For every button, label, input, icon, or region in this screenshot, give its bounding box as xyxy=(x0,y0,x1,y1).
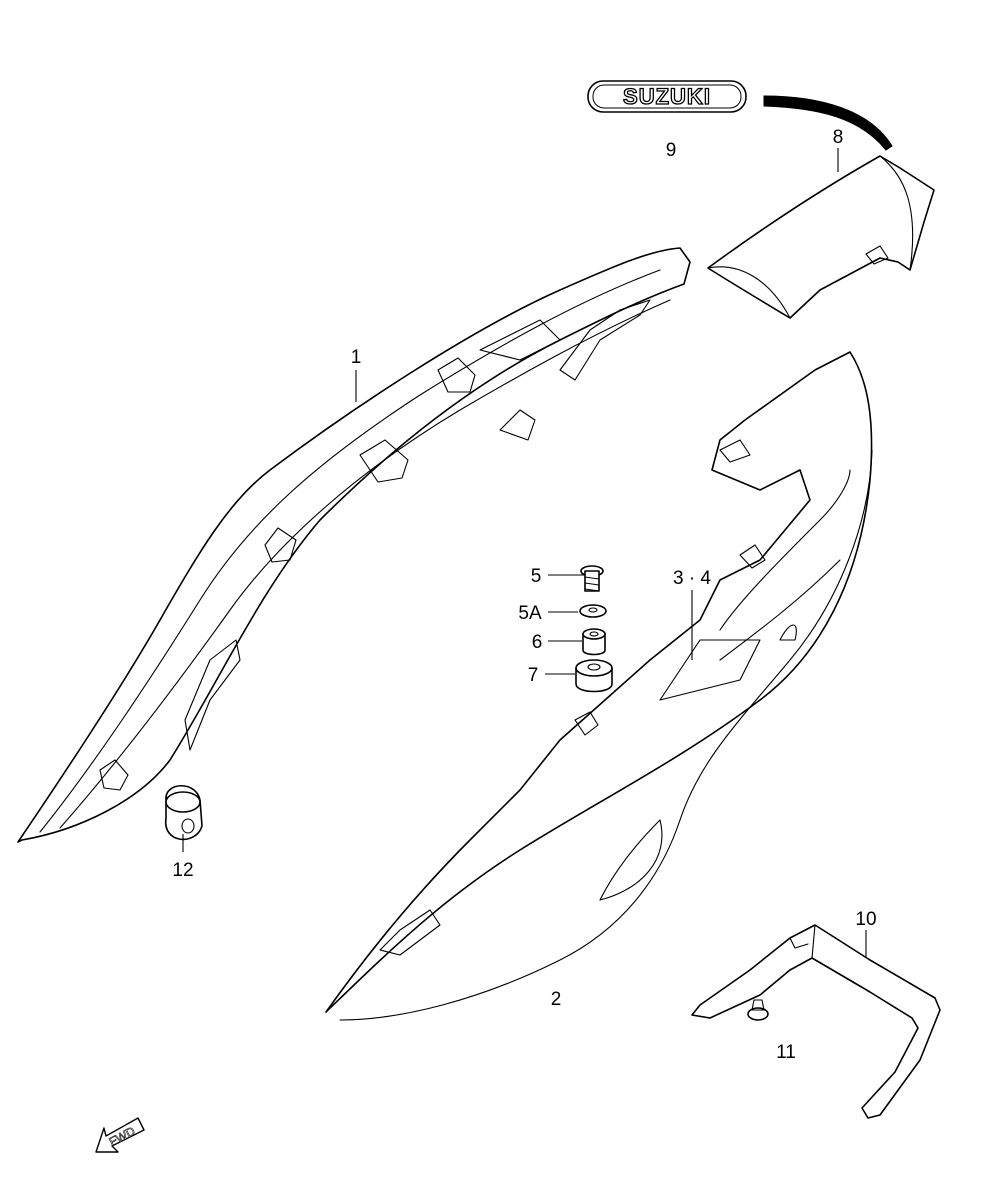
rear-bracket xyxy=(691,924,941,1119)
fwd-arrow-icon: FWD xyxy=(95,1117,145,1153)
frame-cover-left xyxy=(17,247,691,843)
tail-cover xyxy=(707,155,935,319)
callout-8: 8 xyxy=(833,127,844,148)
callout-3-4: 3 · 4 xyxy=(673,568,711,589)
washer-5a xyxy=(579,604,607,618)
callout-11: 11 xyxy=(776,1042,796,1063)
frame-cover-right xyxy=(325,351,873,1021)
emblem-swoosh xyxy=(763,95,893,151)
cushion-12 xyxy=(165,785,203,841)
suzuki-emblem-icon: SUZUKI xyxy=(587,80,747,113)
collar-6 xyxy=(582,628,606,656)
callout-2: 2 xyxy=(551,989,562,1010)
callout-7: 7 xyxy=(528,665,539,686)
callout-1: 1 xyxy=(351,347,362,368)
callout-5: 5 xyxy=(531,566,542,587)
callout-5a: 5A xyxy=(518,603,542,624)
callout-12: 12 xyxy=(172,860,193,881)
clip-fastener xyxy=(747,999,769,1021)
leader-lines xyxy=(182,148,867,958)
callout-9: 9 xyxy=(666,140,677,161)
callout-6: 6 xyxy=(532,632,543,653)
grommet-7 xyxy=(575,659,613,693)
bolt-5 xyxy=(580,565,604,592)
emblem-text: SUZUKI xyxy=(623,84,711,109)
callout-10: 10 xyxy=(855,909,876,930)
